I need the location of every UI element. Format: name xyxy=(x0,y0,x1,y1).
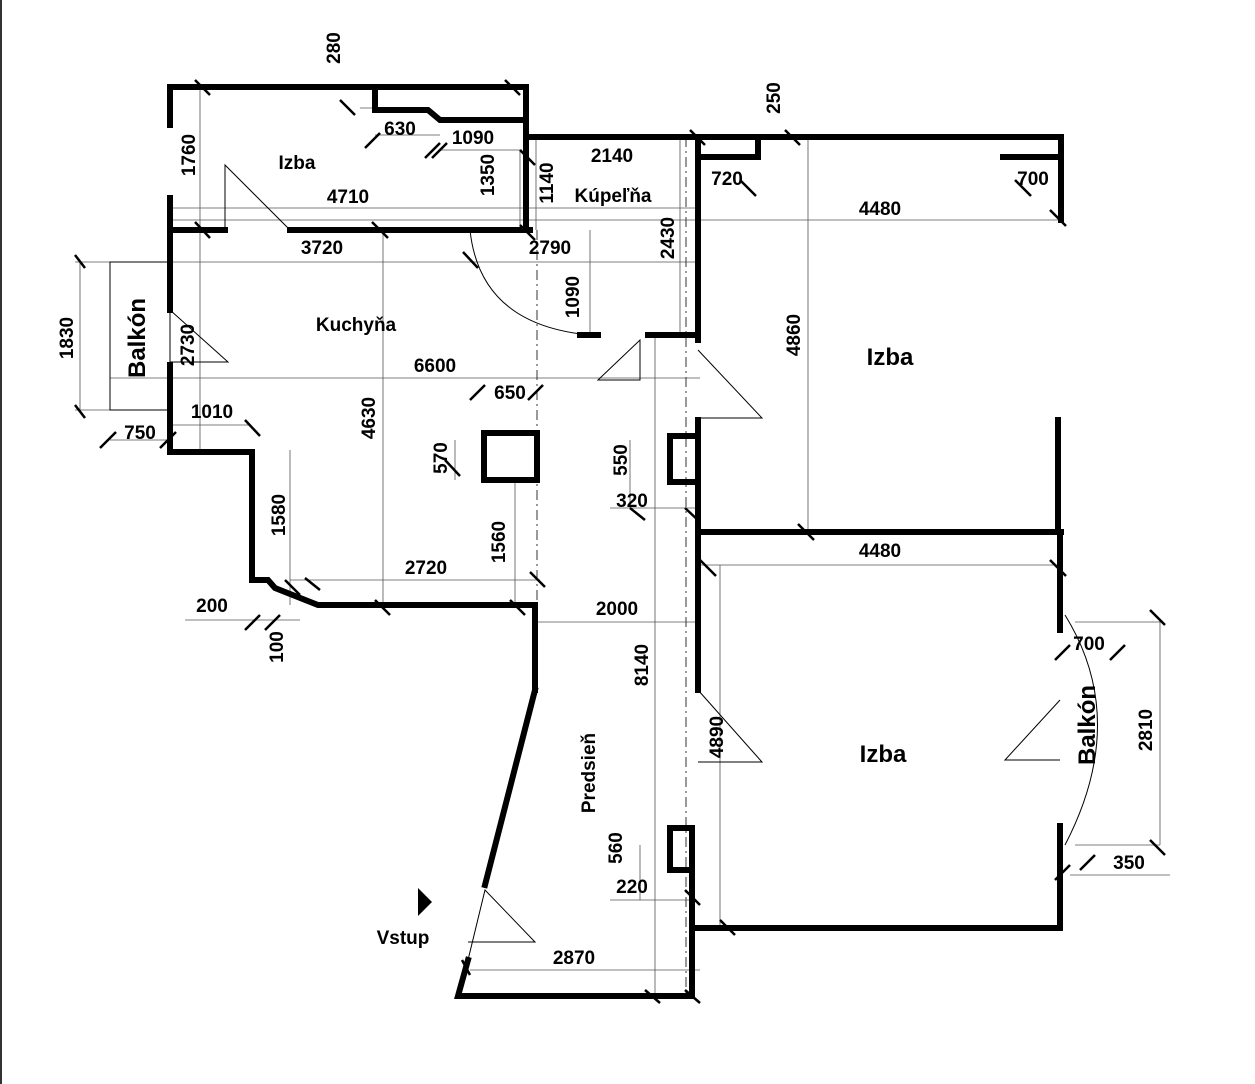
room-label-balcony-left: Balkón xyxy=(124,298,151,378)
dimension-label: 1090 xyxy=(563,276,584,318)
dimension-label: 2790 xyxy=(529,238,571,259)
dimension-label: 700 xyxy=(1017,169,1049,190)
dimension-label: 570 xyxy=(431,442,452,474)
dimension-label: 1760 xyxy=(179,134,200,176)
dimension-lines xyxy=(75,87,1170,996)
dimension-label: 4710 xyxy=(327,187,369,208)
dimension-label: 220 xyxy=(616,877,648,898)
room-label-hall: Predsieň xyxy=(579,733,600,813)
dimension-label: 4480 xyxy=(859,199,901,220)
dimension-label: 1350 xyxy=(478,154,499,196)
dimension-label: 560 xyxy=(606,832,627,864)
room-labels: Izba Kúpeľňa Kuchyňa Izba Izba Balkón Ba… xyxy=(124,153,1101,949)
room-label-entrance: Vstup xyxy=(377,928,430,949)
dimension-label: 2810 xyxy=(1136,709,1157,751)
dimension-label: 1580 xyxy=(269,494,290,536)
dimension-label: 4860 xyxy=(784,314,805,356)
dimension-label: 4480 xyxy=(859,541,901,562)
balcony-right-outline xyxy=(1064,614,1098,846)
dimension-label: 1560 xyxy=(489,521,510,563)
doors-windows xyxy=(109,163,1098,961)
room-label-kitchen: Kuchyňa xyxy=(316,315,397,336)
room-label-balcony-right: Balkón xyxy=(1074,685,1101,765)
dimension-label: 6600 xyxy=(414,356,456,377)
dimension-label: 4890 xyxy=(707,716,728,758)
dimension-label: 320 xyxy=(616,491,648,512)
entrance-arrow-icon xyxy=(418,888,432,916)
room-label-bathroom: Kúpeľňa xyxy=(575,186,652,207)
dimension-label: 280 xyxy=(324,32,345,64)
door-arc xyxy=(469,229,591,336)
dimension-label: 100 xyxy=(267,631,288,663)
dimension-label: 4630 xyxy=(359,397,380,439)
balcony-left-outline xyxy=(109,261,171,411)
dimension-label: 2730 xyxy=(178,324,199,366)
dimension-label: 200 xyxy=(196,596,228,617)
walls xyxy=(167,84,1064,999)
dimension-label: 8140 xyxy=(632,644,653,686)
dimension-label: 1830 xyxy=(57,317,78,359)
dimension-label: 720 xyxy=(711,169,743,190)
dimension-label: 3720 xyxy=(301,238,343,259)
dimension-label: 630 xyxy=(384,119,416,140)
dimension-label: 1140 xyxy=(537,162,558,203)
dimension-label: 2720 xyxy=(405,558,447,579)
dimension-labels: 280 630 1090 1760 4710 1350 1140 2140 720 250 700 4… xyxy=(57,32,1157,969)
dimension-label: 700 xyxy=(1073,634,1105,655)
dimension-label: 2870 xyxy=(553,948,595,969)
room-label-izba-upper-right: Izba xyxy=(867,344,914,371)
room-label-izba-lower-right: Izba xyxy=(860,741,907,768)
window-border xyxy=(0,0,2,1084)
dimension-ticks xyxy=(74,79,1166,1004)
dimension-label: 550 xyxy=(611,444,632,476)
dimension-label: 1010 xyxy=(191,402,233,423)
dimension-label: 650 xyxy=(494,383,526,404)
dimension-label: 750 xyxy=(124,423,156,444)
dimension-label: 2000 xyxy=(596,599,638,620)
dimension-label: 350 xyxy=(1113,853,1145,874)
dimension-label: 250 xyxy=(764,82,785,114)
dimension-label: 2140 xyxy=(591,146,633,167)
room-label-izba-small: Izba xyxy=(279,153,316,174)
dimension-label: 2430 xyxy=(658,217,679,259)
dimension-label: 1090 xyxy=(452,128,494,149)
